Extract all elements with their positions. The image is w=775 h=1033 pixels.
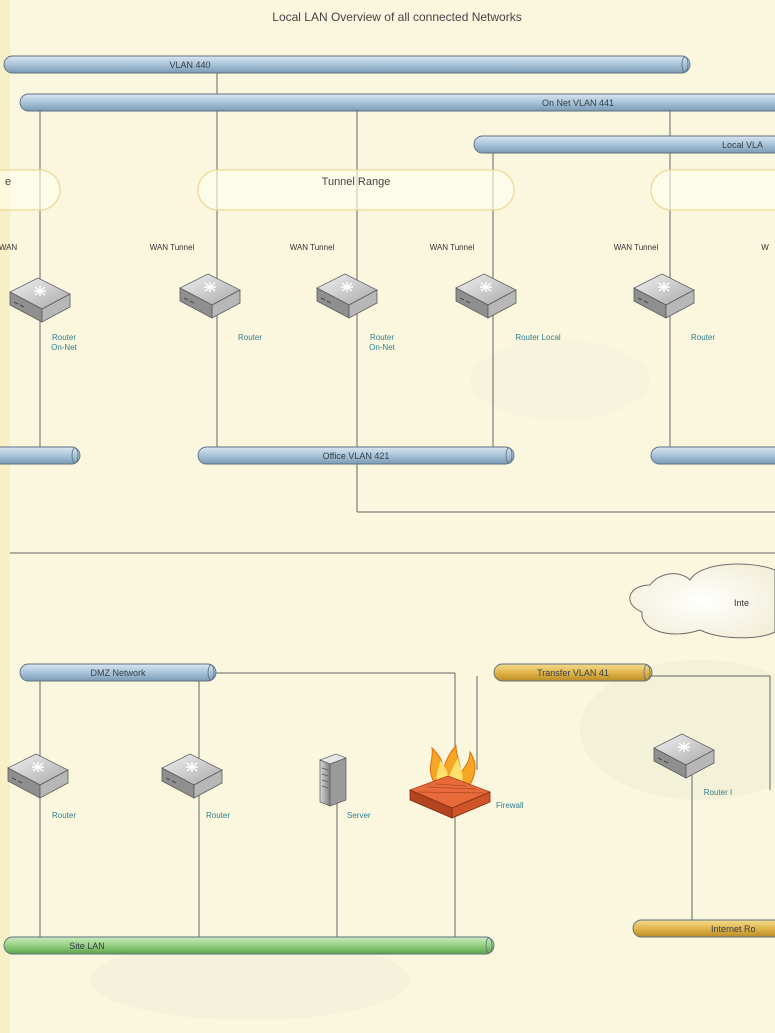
router-glyph (316, 273, 378, 319)
device-label: Router (238, 333, 262, 342)
bus-pipe (3, 55, 691, 74)
server-icon: Server (319, 753, 371, 820)
bus-label: On Net VLAN 441 (542, 98, 614, 108)
bus-onnet441: On Net VLAN 441 (19, 93, 775, 112)
device-label: On-Net (369, 343, 396, 352)
wan-label: WAN Tunnel (150, 243, 195, 252)
router-glyph (179, 273, 241, 319)
bus-office421: Office VLAN 421 (197, 446, 515, 465)
bus-label: Internet Ro (711, 924, 756, 934)
internet-cloud: Inte (629, 563, 775, 639)
bus-label: Transfer VLAN 41 (537, 668, 609, 678)
bus-pipe (197, 446, 515, 465)
device-label: Router (206, 811, 230, 820)
router-glyph (455, 273, 517, 319)
device-label: Router (691, 333, 715, 342)
wan-label: WAN Tunnel (290, 243, 335, 252)
bus-vlan440: VLAN 440 (3, 55, 691, 74)
tunnel-ranges: e Tunnel Range (0, 169, 775, 211)
range-outline (197, 169, 515, 211)
device-label: Server (347, 811, 371, 820)
bus-sitelan: Site LAN (3, 936, 495, 955)
wan-label: WAN (0, 243, 17, 252)
device-label: Router (52, 333, 76, 342)
bus-end-cap (681, 56, 689, 73)
wan-label: W (761, 243, 769, 252)
bus-right-lower (650, 446, 775, 465)
bus-pipe (473, 135, 775, 154)
bus-label: Office VLAN 421 (323, 451, 390, 461)
bus-label: Local VLA (722, 140, 763, 150)
firewall-glyph (409, 745, 491, 819)
router-icon: Router (161, 753, 230, 820)
bus-end-cap (71, 447, 79, 464)
router-icon: Router Local (455, 273, 561, 342)
bus-pipe (19, 93, 775, 112)
diagram-title: Local LAN Overview of all connected Netw… (272, 10, 521, 24)
bus-end-cap (643, 664, 651, 681)
bus-transfer41: Transfer VLAN 41 (493, 663, 653, 682)
bus-dmz: DMZ Network (19, 663, 217, 682)
router-icon: Router (7, 753, 76, 820)
device-label: Router I (704, 788, 732, 797)
bus-end-cap (505, 447, 513, 464)
device-label: Router Local (515, 333, 561, 342)
device-label: Firewall (496, 801, 524, 810)
range-label: e (5, 176, 11, 188)
device-label: On-Net (51, 343, 78, 352)
range-outline (0, 169, 61, 211)
router-icon: Router (179, 273, 262, 342)
bus-pipe (3, 936, 495, 955)
router-glyph (161, 753, 223, 799)
bus-end-cap (207, 664, 215, 681)
bus-pipe (0, 446, 81, 465)
router-glyph (633, 273, 695, 319)
range-pill: e (0, 169, 61, 211)
wan-labels: WAN WAN Tunnel WAN Tunnel WAN Tunnel WAN Tun… (0, 243, 769, 252)
wan-label: WAN Tunnel (614, 243, 659, 252)
firewall-icon: Firewall (409, 745, 524, 819)
router-icon: Router I (653, 733, 732, 797)
range-pill (650, 169, 775, 211)
router-glyph (7, 753, 69, 799)
router-icon: Router (633, 273, 715, 342)
range-outline (650, 169, 775, 211)
range-pill: Tunnel Range (197, 169, 515, 211)
cloud-label: Inte (734, 598, 749, 608)
left-edge-stripe (0, 0, 10, 1033)
background-texture (90, 340, 775, 1020)
bus-end-cap (485, 937, 493, 954)
wan-label: WAN Tunnel (430, 243, 475, 252)
bus-pipe (19, 663, 217, 682)
bus-localvl: Local VLA (473, 135, 775, 154)
bus-label: VLAN 440 (169, 60, 210, 70)
bus-label: DMZ Network (90, 668, 146, 678)
server-glyph (319, 753, 347, 807)
bus-pipe (632, 919, 775, 938)
bus-left-lower (0, 446, 81, 465)
bus-pipe (493, 663, 653, 682)
range-label: Tunnel Range (322, 176, 391, 188)
bus-label: Site LAN (69, 941, 105, 951)
device-label: Router (370, 333, 394, 342)
bus-pipe (650, 446, 775, 465)
bus-internetro: Internet Ro (632, 919, 775, 938)
router-glyph (9, 277, 71, 323)
device-label: Router (52, 811, 76, 820)
